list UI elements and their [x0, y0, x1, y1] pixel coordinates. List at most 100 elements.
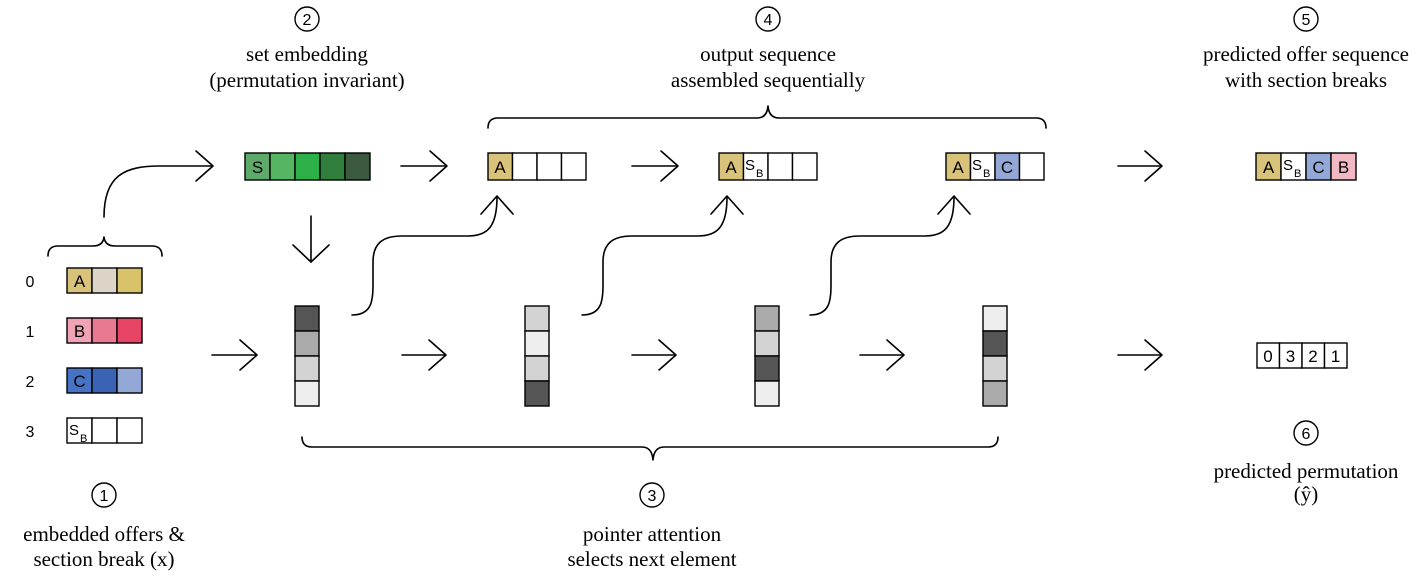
set-embedding-label: S [252, 158, 263, 177]
pred-label-sub: B [1294, 168, 1301, 180]
set-to-attention-arrowhead [292, 244, 330, 263]
attention-bottom-brace [301, 436, 999, 461]
attention-column-2 [524, 305, 550, 407]
attention-cell [524, 330, 550, 357]
pred-label-b: B [1338, 158, 1349, 177]
out3-label-sub: B [983, 168, 990, 180]
step-3-line-1: pointer attention [583, 522, 722, 546]
attention-cell [982, 380, 1008, 407]
step-4-caption: 4 output sequence assembled sequentially [671, 6, 866, 92]
step-5-line-1: predicted offer sequence [1203, 42, 1409, 66]
set-cell-5 [344, 152, 371, 181]
offers-to-set-arrow [103, 165, 213, 218]
step-2-caption: 2 set embedding (permutation invariant) [209, 6, 405, 92]
step-1-number: 1 [100, 488, 109, 505]
predicted-offer-sequence: A S B C B [1255, 152, 1357, 181]
offer-c-label: C [73, 372, 85, 391]
step-1-line-2: section break (x) [33, 547, 174, 571]
output-sequence-step-1: A [487, 152, 587, 181]
offer-b-cell-2 [91, 317, 118, 344]
offer-b-label: B [74, 322, 85, 341]
bottom-row-arrows [211, 339, 1163, 371]
step-6-circle [1293, 420, 1319, 446]
step-5-line-2: with section breaks [1225, 68, 1387, 92]
attention-column-4 [982, 305, 1008, 407]
row-index-3: 3 [26, 424, 35, 441]
attention-cell [524, 305, 550, 332]
attention-cell [754, 380, 780, 407]
step-3-line-2: selects next element [567, 547, 736, 571]
attention-cell [754, 355, 780, 382]
step-2-number: 2 [303, 12, 312, 29]
attention-cell [754, 305, 780, 332]
row-index-1: 1 [26, 324, 35, 341]
attention-column-3 [754, 305, 780, 407]
output-top-brace [487, 105, 1047, 129]
out1-label-a: A [494, 158, 506, 177]
offer-b-cell-3 [116, 317, 143, 344]
offer-row-b: B [66, 317, 143, 344]
offers-table: 0 1 2 3 A B C S B [26, 267, 143, 445]
offer-a-cell-1 [66, 267, 93, 294]
perm-value-3: 2 [1308, 347, 1317, 366]
step-1-caption: 1 embedded offers & section break (x) [23, 482, 185, 571]
attention-cell [982, 355, 1008, 382]
section-break-label: S [69, 422, 79, 439]
attention-cell [294, 330, 320, 357]
offer-a-cell-3 [116, 267, 143, 294]
section-break-sub: B [80, 433, 87, 445]
attention-cell [294, 380, 320, 407]
step-6-line-2: (ŷ) [1294, 482, 1319, 506]
section-break-cell-2 [91, 417, 118, 444]
step-3-number: 3 [648, 488, 657, 505]
predicted-permutation: 0 3 2 1 [1256, 342, 1348, 369]
offer-c-cell-3 [116, 367, 143, 394]
perm-value-4: 1 [1331, 347, 1340, 366]
perm-value-1: 0 [1263, 347, 1272, 366]
attention-cell [524, 355, 550, 382]
offers-to-set-arrowhead [195, 150, 214, 182]
row-index-2: 2 [26, 374, 35, 391]
output-sequence-step-2: A S B [718, 152, 818, 181]
step-5-caption: 5 predicted offer sequence with section … [1203, 6, 1409, 92]
attention-cell [524, 380, 550, 407]
section-break-row: S B [66, 417, 143, 445]
step-6-caption: 6 predicted permutation (ŷ) [1214, 420, 1399, 506]
step-1-line-1: embedded offers & [23, 522, 185, 546]
step-3-caption: 3 pointer attention selects next element [567, 482, 737, 571]
step-4-line-2: assembled sequentially [671, 68, 866, 92]
out2-cell-1 [718, 152, 745, 181]
step-6-number: 6 [1302, 426, 1311, 443]
set-cell-2 [269, 152, 296, 181]
set-cell-4 [319, 152, 346, 181]
row-index-0: 0 [26, 274, 35, 291]
step-5-circle [1293, 6, 1319, 32]
step-2-line-2: (permutation invariant) [209, 68, 404, 92]
offers-top-brace [47, 236, 163, 257]
out3-cell-3 [994, 152, 1021, 181]
attention-cell [754, 330, 780, 357]
out1-cell-1 [487, 152, 514, 181]
step-4-line-1: output sequence [700, 42, 836, 66]
offer-b-cell-1 [66, 317, 93, 344]
offer-c-cell-2 [91, 367, 118, 394]
pred-label-a: A [1263, 158, 1275, 177]
offer-c-cell-1 [66, 367, 93, 394]
out2-label-s: S [745, 157, 755, 174]
step-2-circle [294, 6, 320, 32]
top-row-arrows [400, 150, 1163, 182]
step-4-circle [755, 6, 781, 32]
perm-value-2: 3 [1286, 347, 1295, 366]
step-6-line-1: predicted permutation [1214, 459, 1399, 483]
out3-cell-1 [945, 152, 972, 181]
step-1-circle [91, 482, 117, 508]
out3-label-s: S [972, 157, 982, 174]
output-sequence-step-3: A S B C [945, 152, 1045, 181]
attention-cell [982, 305, 1008, 332]
out2-label-sub: B [756, 168, 763, 180]
out3-label-c: C [1001, 158, 1013, 177]
attention-to-output-arrows [351, 195, 971, 316]
offer-a-label: A [74, 272, 86, 291]
out3-label-a: A [952, 158, 964, 177]
section-break-cell-3 [116, 417, 143, 444]
